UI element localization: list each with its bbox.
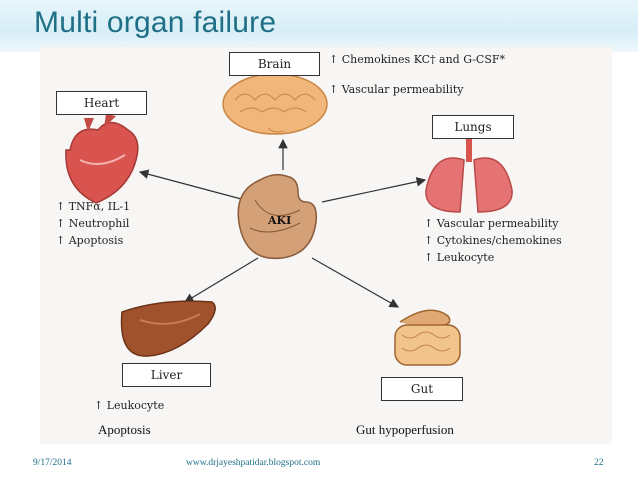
lungs-effect-2: ↑ Cytokines/chemokines: [424, 234, 562, 247]
liver-effects: ↑ Leukocyte: [94, 397, 164, 414]
liver-bottom-label: Apoptosis: [98, 422, 151, 437]
brain-illustration: [222, 73, 328, 135]
heart-effects: ↑ TNFα, IL-1 ↑ Neutrophil ↑ Apoptosis: [56, 198, 130, 249]
liver-effect-1: ↑ Leukocyte: [94, 399, 165, 412]
lungs-label: Lungs: [454, 120, 492, 134]
brain-label-box: Brain: [229, 52, 320, 76]
kidney-illustration: [237, 173, 318, 260]
arrow-to-heart: [138, 169, 246, 201]
heart-effect-2: ↑ Neutrophil: [56, 217, 130, 230]
heart-effect-1: ↑ TNFα, IL-1: [56, 200, 131, 213]
footer-website[interactable]: www.drjayeshpatidar.blogspot.com: [186, 458, 321, 468]
page-number: 22: [594, 458, 604, 468]
gut-bottom-label: Gut hypoperfusion: [356, 422, 454, 437]
liver-label-box: Liver: [122, 363, 211, 387]
brain-label: Brain: [257, 57, 292, 71]
lungs-illustration: [425, 138, 513, 213]
arrows: [138, 138, 427, 308]
heart-label: Heart: [83, 96, 120, 110]
brain-effects: ↑ Chemokines KC† and G-CSF*: [329, 51, 505, 68]
brain-effect-1: ↑ Chemokines KC† and G-CSF*: [329, 53, 506, 66]
liver-illustration: [120, 300, 216, 357]
arrow-to-gut: [311, 257, 400, 308]
brain-effect-2: ↑ Vascular permeability: [329, 83, 464, 96]
slide-title: Multi organ failure: [34, 6, 277, 39]
heart-label-box: Heart: [56, 91, 147, 115]
header-background: [0, 0, 638, 52]
gut-label: Gut: [410, 382, 434, 396]
liver-label: Liver: [150, 368, 183, 382]
heart-illustration: [65, 114, 139, 204]
brain-effects-2: ↑ Vascular permeability: [329, 81, 463, 98]
lungs-label-box: Lungs: [432, 115, 514, 139]
aki-label: AKI: [268, 214, 292, 227]
heart-effect-3: ↑ Apoptosis: [56, 234, 124, 247]
arrow-to-lungs: [321, 177, 427, 203]
gut-label-box: Gut: [381, 377, 463, 401]
gut-illustration: [394, 309, 461, 366]
lungs-effects: ↑ Vascular permeability ↑ Cytokines/chem…: [424, 215, 562, 266]
lungs-effect-1: ↑ Vascular permeability: [424, 217, 559, 230]
lungs-effect-3: ↑ Leukocyte: [424, 251, 495, 264]
arrow-to-liver: [183, 257, 259, 303]
footer-date: 9/17/2014: [33, 458, 72, 468]
